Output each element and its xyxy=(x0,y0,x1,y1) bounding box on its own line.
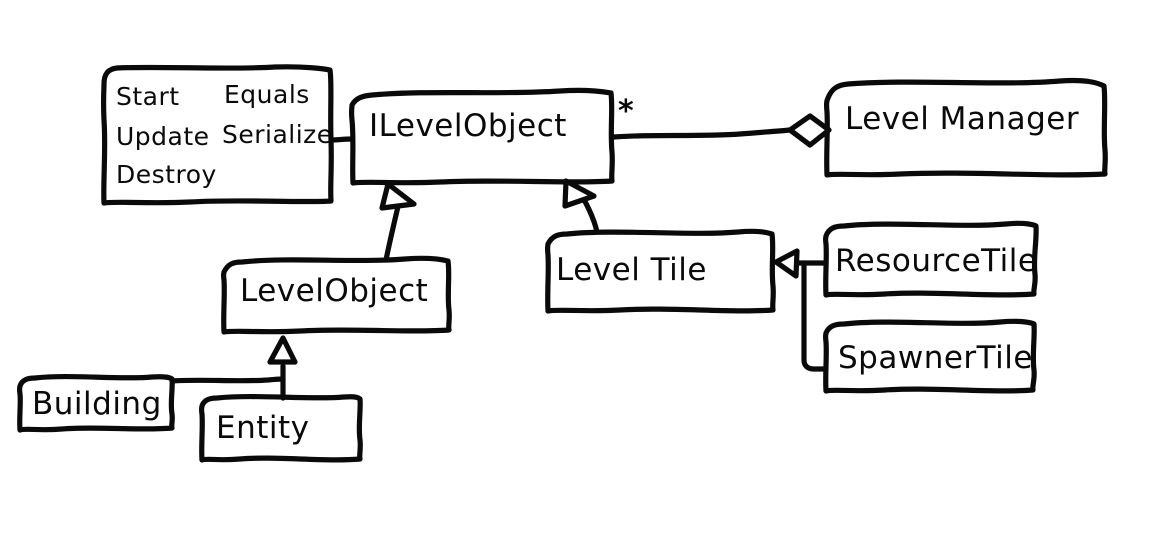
spawnertile-shape xyxy=(822,318,1037,394)
methods-note-shape xyxy=(100,64,334,206)
leveltile-shape xyxy=(544,228,776,314)
inherit-building-entity-connector xyxy=(169,335,298,401)
levelmanager-shape xyxy=(823,77,1108,178)
levelobject-shape xyxy=(220,255,452,335)
ilevelobject-shape xyxy=(348,87,615,186)
building-shape xyxy=(16,373,175,433)
note-anchor-connector xyxy=(328,136,355,143)
inherit-levelobject-connector xyxy=(379,181,417,263)
entity-shape xyxy=(198,393,363,463)
aggregation-connector xyxy=(611,113,832,148)
resourcetile-shape xyxy=(822,220,1039,298)
inherit-leveltile-connector xyxy=(562,178,600,235)
inherit-tiles-connector xyxy=(773,248,829,372)
